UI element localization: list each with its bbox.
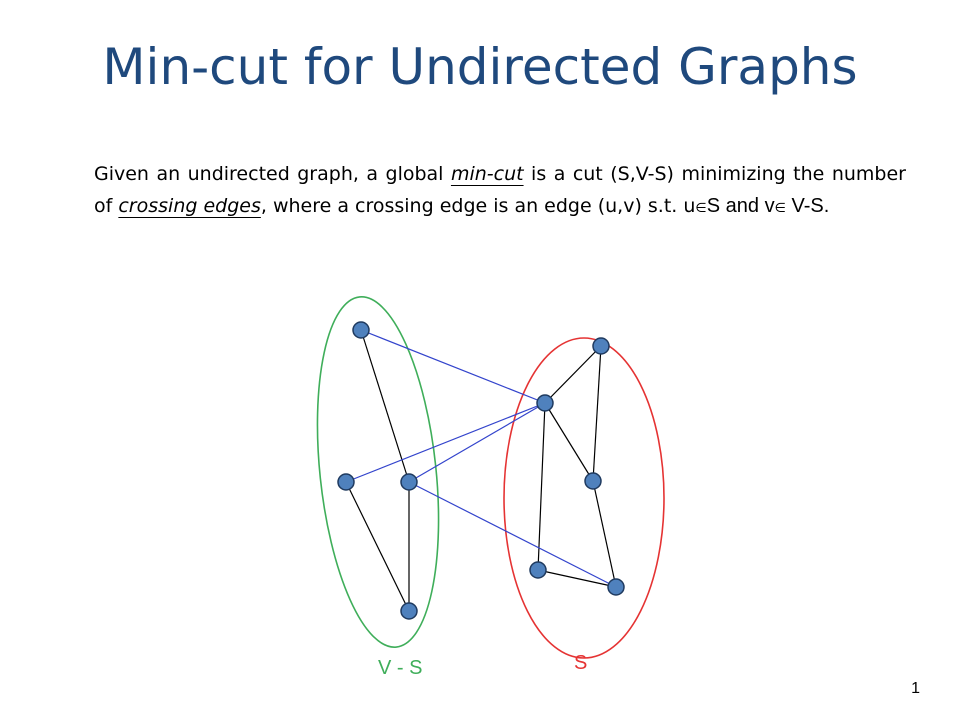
graph-node xyxy=(337,473,355,491)
term-min-cut: min-cut xyxy=(450,163,524,185)
graph-node xyxy=(536,394,554,412)
graph-node xyxy=(584,472,602,490)
crossing-edge xyxy=(345,402,546,483)
crossing-edge xyxy=(360,329,546,404)
paragraph-part-2: is a cut (S,V-S) minimizing the number o… xyxy=(94,163,906,217)
internal-edge xyxy=(544,345,602,404)
graph-node xyxy=(400,602,418,620)
slide-title: Min-cut for Undirected Graphs xyxy=(102,38,858,96)
internal-edge xyxy=(360,329,410,483)
crossing-edge xyxy=(408,481,617,588)
internal-edge xyxy=(592,480,617,588)
internal-edge xyxy=(592,345,602,482)
internal-edge xyxy=(537,402,546,571)
element-of-symbol-1: ∈ xyxy=(695,201,707,216)
paragraph-part-1: Given an undirected graph, a global xyxy=(94,163,451,185)
graph-node xyxy=(607,578,625,596)
set-label-s: S xyxy=(574,652,588,674)
paragraph-part-4: and v xyxy=(720,195,775,217)
set-s-symbol: S xyxy=(706,195,721,217)
paragraph-part-3: , where a crossing edge is an edge (u,v)… xyxy=(260,195,696,217)
internal-edge xyxy=(345,481,410,612)
set-v-minus-s-symbol: V-S. xyxy=(785,195,830,217)
graph-node xyxy=(352,321,370,339)
element-of-symbol-2: ∈ xyxy=(774,201,786,216)
graph-node xyxy=(400,473,418,491)
crossing-edge xyxy=(408,402,546,483)
set-v-minus-s-boundary xyxy=(316,296,440,648)
internal-edge xyxy=(537,569,617,588)
set-s-boundary xyxy=(503,337,665,659)
graph-node xyxy=(592,337,610,355)
set-label-v-minus-s: V - S xyxy=(378,657,423,679)
definition-paragraph: Given an undirected graph, a global min-… xyxy=(94,158,906,225)
graph-node xyxy=(529,561,547,579)
internal-edge xyxy=(544,402,594,482)
term-crossing-edges: crossing edges xyxy=(118,195,261,217)
page-number: 1 xyxy=(911,680,920,697)
